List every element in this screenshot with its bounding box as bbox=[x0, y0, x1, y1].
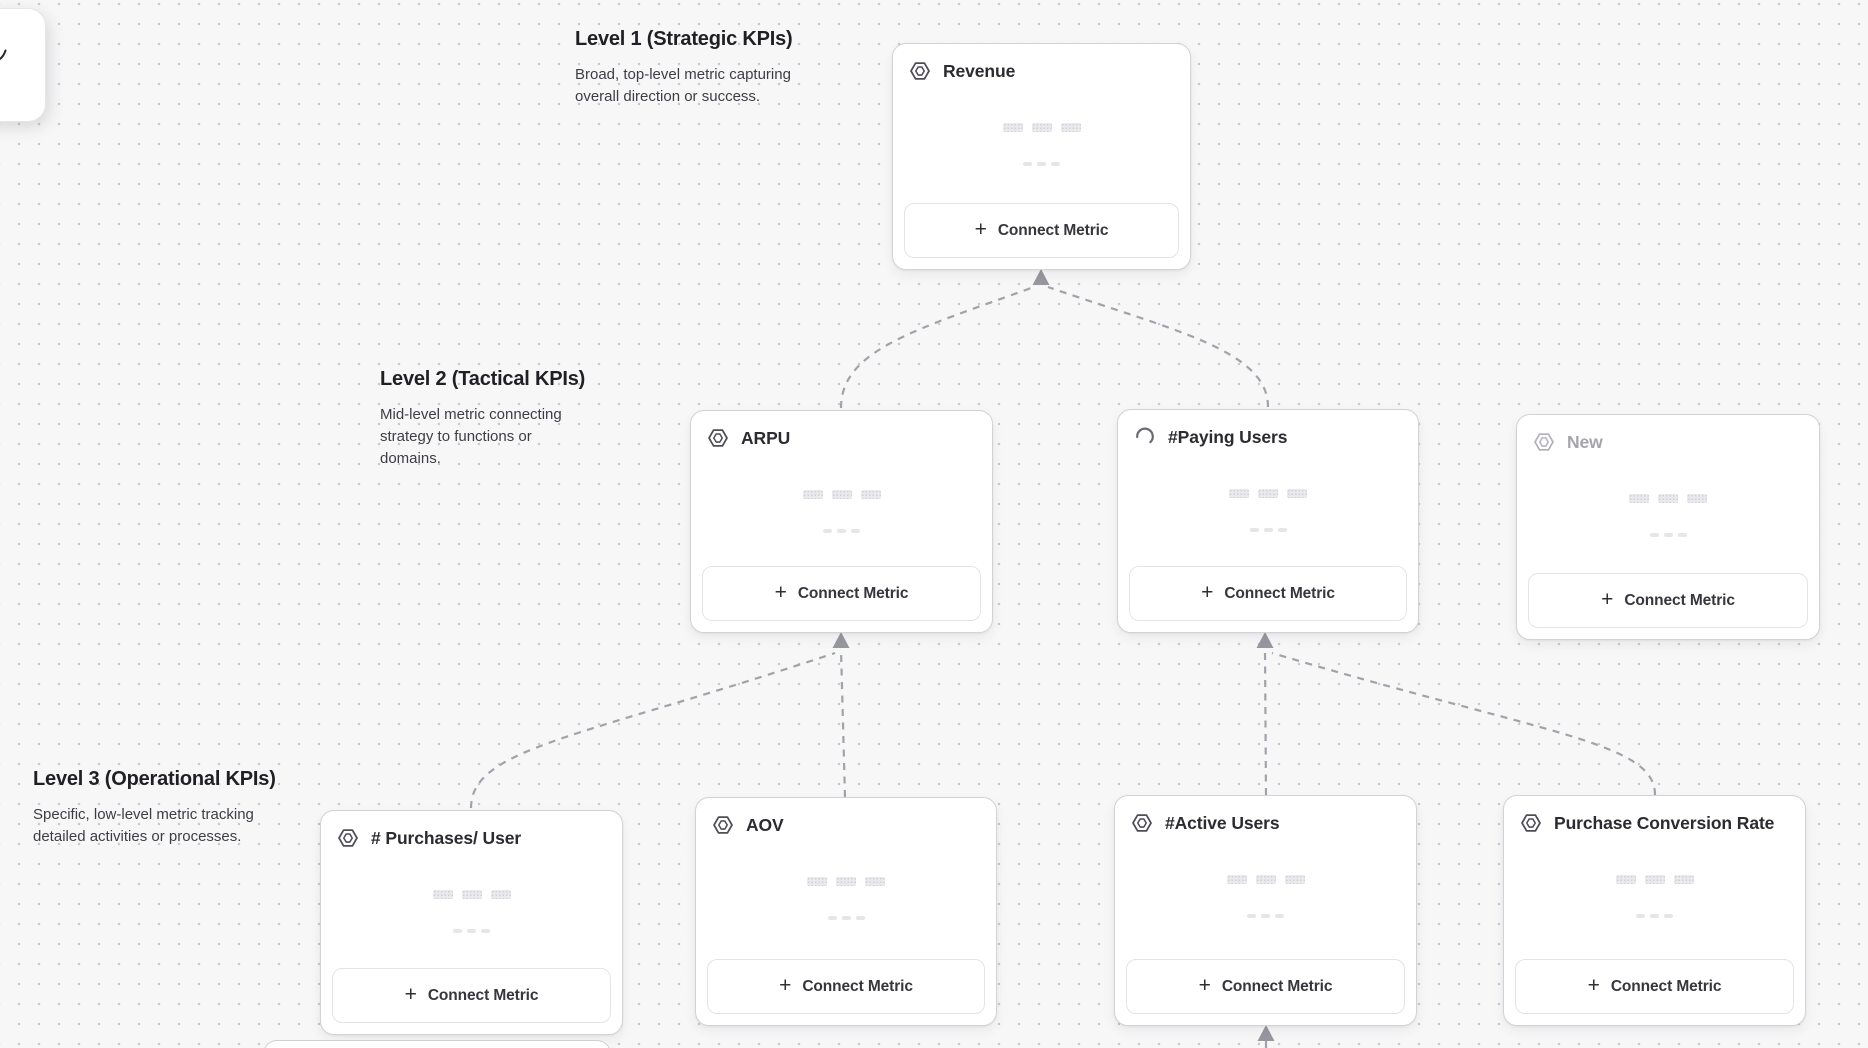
skeleton-bars bbox=[893, 123, 1190, 132]
card-title: New bbox=[1567, 431, 1603, 452]
arrowhead-arpu bbox=[832, 632, 850, 648]
card-header: ARPU bbox=[707, 427, 978, 449]
metric-card-purchase-conversion-rate[interactable]: Purchase Conversion Rate + Connect Metri… bbox=[1503, 795, 1806, 1026]
skeleton-bars bbox=[1115, 875, 1416, 884]
metric-card-new[interactable]: New + Connect Metric bbox=[1516, 414, 1820, 640]
level-1-description: Broad, top-level metric capturing overal… bbox=[575, 66, 791, 105]
skeleton-dashes bbox=[1118, 528, 1418, 532]
level-1-label: Level 1 (Strategic KPIs) Broad, top-leve… bbox=[575, 28, 815, 108]
card-header: Revenue bbox=[909, 60, 1176, 82]
skeleton-bars bbox=[1504, 875, 1805, 884]
card-title: Revenue bbox=[943, 60, 1016, 81]
hexagon-icon bbox=[1131, 812, 1153, 834]
metric-card-purchases-per-user[interactable]: # Purchases/ User + Connect Metric bbox=[320, 810, 623, 1035]
connect-metric-button-paying-users[interactable]: + Connect Metric bbox=[1129, 566, 1407, 621]
skeleton-dashes bbox=[696, 916, 996, 920]
card-header: #Paying Users bbox=[1134, 426, 1404, 448]
cursor-icon bbox=[0, 49, 7, 61]
plus-icon: + bbox=[779, 974, 792, 997]
metric-card-active-users[interactable]: #Active Users + Connect Metric bbox=[1114, 795, 1417, 1026]
edge-payingusers-revenue bbox=[1047, 285, 1270, 408]
card-header: #Active Users bbox=[1131, 812, 1402, 834]
plus-icon: + bbox=[1201, 581, 1214, 604]
skeleton-bars bbox=[1118, 489, 1418, 498]
connect-metric-button-revenue[interactable]: + Connect Metric bbox=[904, 203, 1179, 258]
level-1-title: Level 1 (Strategic KPIs) bbox=[575, 28, 793, 50]
arrowhead-activeusers bbox=[1257, 1025, 1275, 1041]
connect-metric-button-active-users[interactable]: + Connect Metric bbox=[1126, 959, 1405, 1014]
card-title: #Active Users bbox=[1165, 812, 1280, 833]
card-header: # Purchases/ User bbox=[337, 827, 608, 849]
hexagon-icon bbox=[337, 827, 359, 849]
skeleton-bars bbox=[321, 890, 622, 899]
skeleton-bars bbox=[696, 877, 996, 886]
card-header: AOV bbox=[712, 814, 982, 836]
connect-metric-button-aov[interactable]: + Connect Metric bbox=[707, 959, 985, 1014]
skeleton-dashes bbox=[1517, 533, 1819, 537]
connect-metric-button-new[interactable]: + Connect Metric bbox=[1528, 573, 1808, 628]
skeleton-bars bbox=[1517, 494, 1819, 503]
spinner-icon bbox=[1134, 426, 1156, 448]
skeleton-dashes bbox=[321, 929, 622, 933]
level-3-title: Level 3 (Operational KPIs) bbox=[33, 768, 276, 790]
level-2-description: Mid-level metric connecting strategy to … bbox=[380, 406, 562, 467]
metric-card-revenue[interactable]: Revenue + Connect Metric bbox=[892, 43, 1191, 270]
plus-icon: + bbox=[404, 983, 417, 1006]
hexagon-icon bbox=[909, 60, 931, 82]
edge-pcr-payingusers bbox=[1271, 651, 1657, 796]
edge-purchases-arpu bbox=[469, 651, 836, 809]
skeleton-dashes bbox=[1115, 914, 1416, 918]
hexagon-icon bbox=[1533, 431, 1555, 453]
level-3-description: Specific, low-level metric tracking deta… bbox=[33, 806, 254, 845]
hexagon-icon bbox=[1520, 812, 1542, 834]
metric-card-aov[interactable]: AOV + Connect Metric bbox=[695, 797, 997, 1026]
card-title: Purchase Conversion Rate bbox=[1554, 812, 1775, 833]
plus-icon: + bbox=[1587, 974, 1600, 997]
edge-activeusers-payingusers bbox=[1263, 649, 1268, 796]
connect-metric-button-arpu[interactable]: + Connect Metric bbox=[702, 566, 981, 621]
plus-icon: + bbox=[1601, 588, 1614, 611]
card-title: # Purchases/ User bbox=[371, 827, 522, 848]
skeleton-dashes bbox=[691, 529, 992, 533]
hexagon-icon bbox=[712, 814, 734, 836]
connect-metric-button-purchases-per-user[interactable]: + Connect Metric bbox=[332, 968, 611, 1023]
level-2-label: Level 2 (Tactical KPIs) Mid-level metric… bbox=[380, 368, 620, 470]
card-header: Purchase Conversion Rate bbox=[1520, 812, 1791, 834]
metric-card-arpu[interactable]: ARPU + Connect Metric bbox=[690, 410, 993, 633]
toolbar-widget-partial[interactable] bbox=[0, 8, 46, 122]
edge-arpu-revenue bbox=[839, 285, 1035, 409]
edge-aov-arpu bbox=[839, 649, 847, 798]
plus-icon: + bbox=[974, 218, 987, 241]
level-3-label: Level 3 (Operational KPIs) Specific, low… bbox=[33, 768, 303, 848]
connect-metric-button-purchase-conversion-rate[interactable]: + Connect Metric bbox=[1515, 959, 1794, 1014]
metric-card-partial-bottom[interactable] bbox=[263, 1040, 611, 1048]
level-2-title: Level 2 (Tactical KPIs) bbox=[380, 368, 586, 390]
card-title: AOV bbox=[746, 814, 784, 835]
plus-icon: + bbox=[1198, 974, 1211, 997]
skeleton-dashes bbox=[1504, 914, 1805, 918]
arrowhead-revenue bbox=[1032, 269, 1050, 285]
skeleton-dashes bbox=[893, 162, 1190, 166]
metric-card-paying-users[interactable]: #Paying Users + Connect Metric bbox=[1117, 409, 1419, 633]
plus-icon: + bbox=[774, 581, 787, 604]
card-title: #Paying Users bbox=[1168, 426, 1288, 447]
card-title: ARPU bbox=[741, 427, 791, 448]
hexagon-icon bbox=[707, 427, 729, 449]
arrowhead-payingusers bbox=[1256, 632, 1274, 648]
card-header: New bbox=[1533, 431, 1805, 453]
skeleton-bars bbox=[691, 490, 992, 499]
